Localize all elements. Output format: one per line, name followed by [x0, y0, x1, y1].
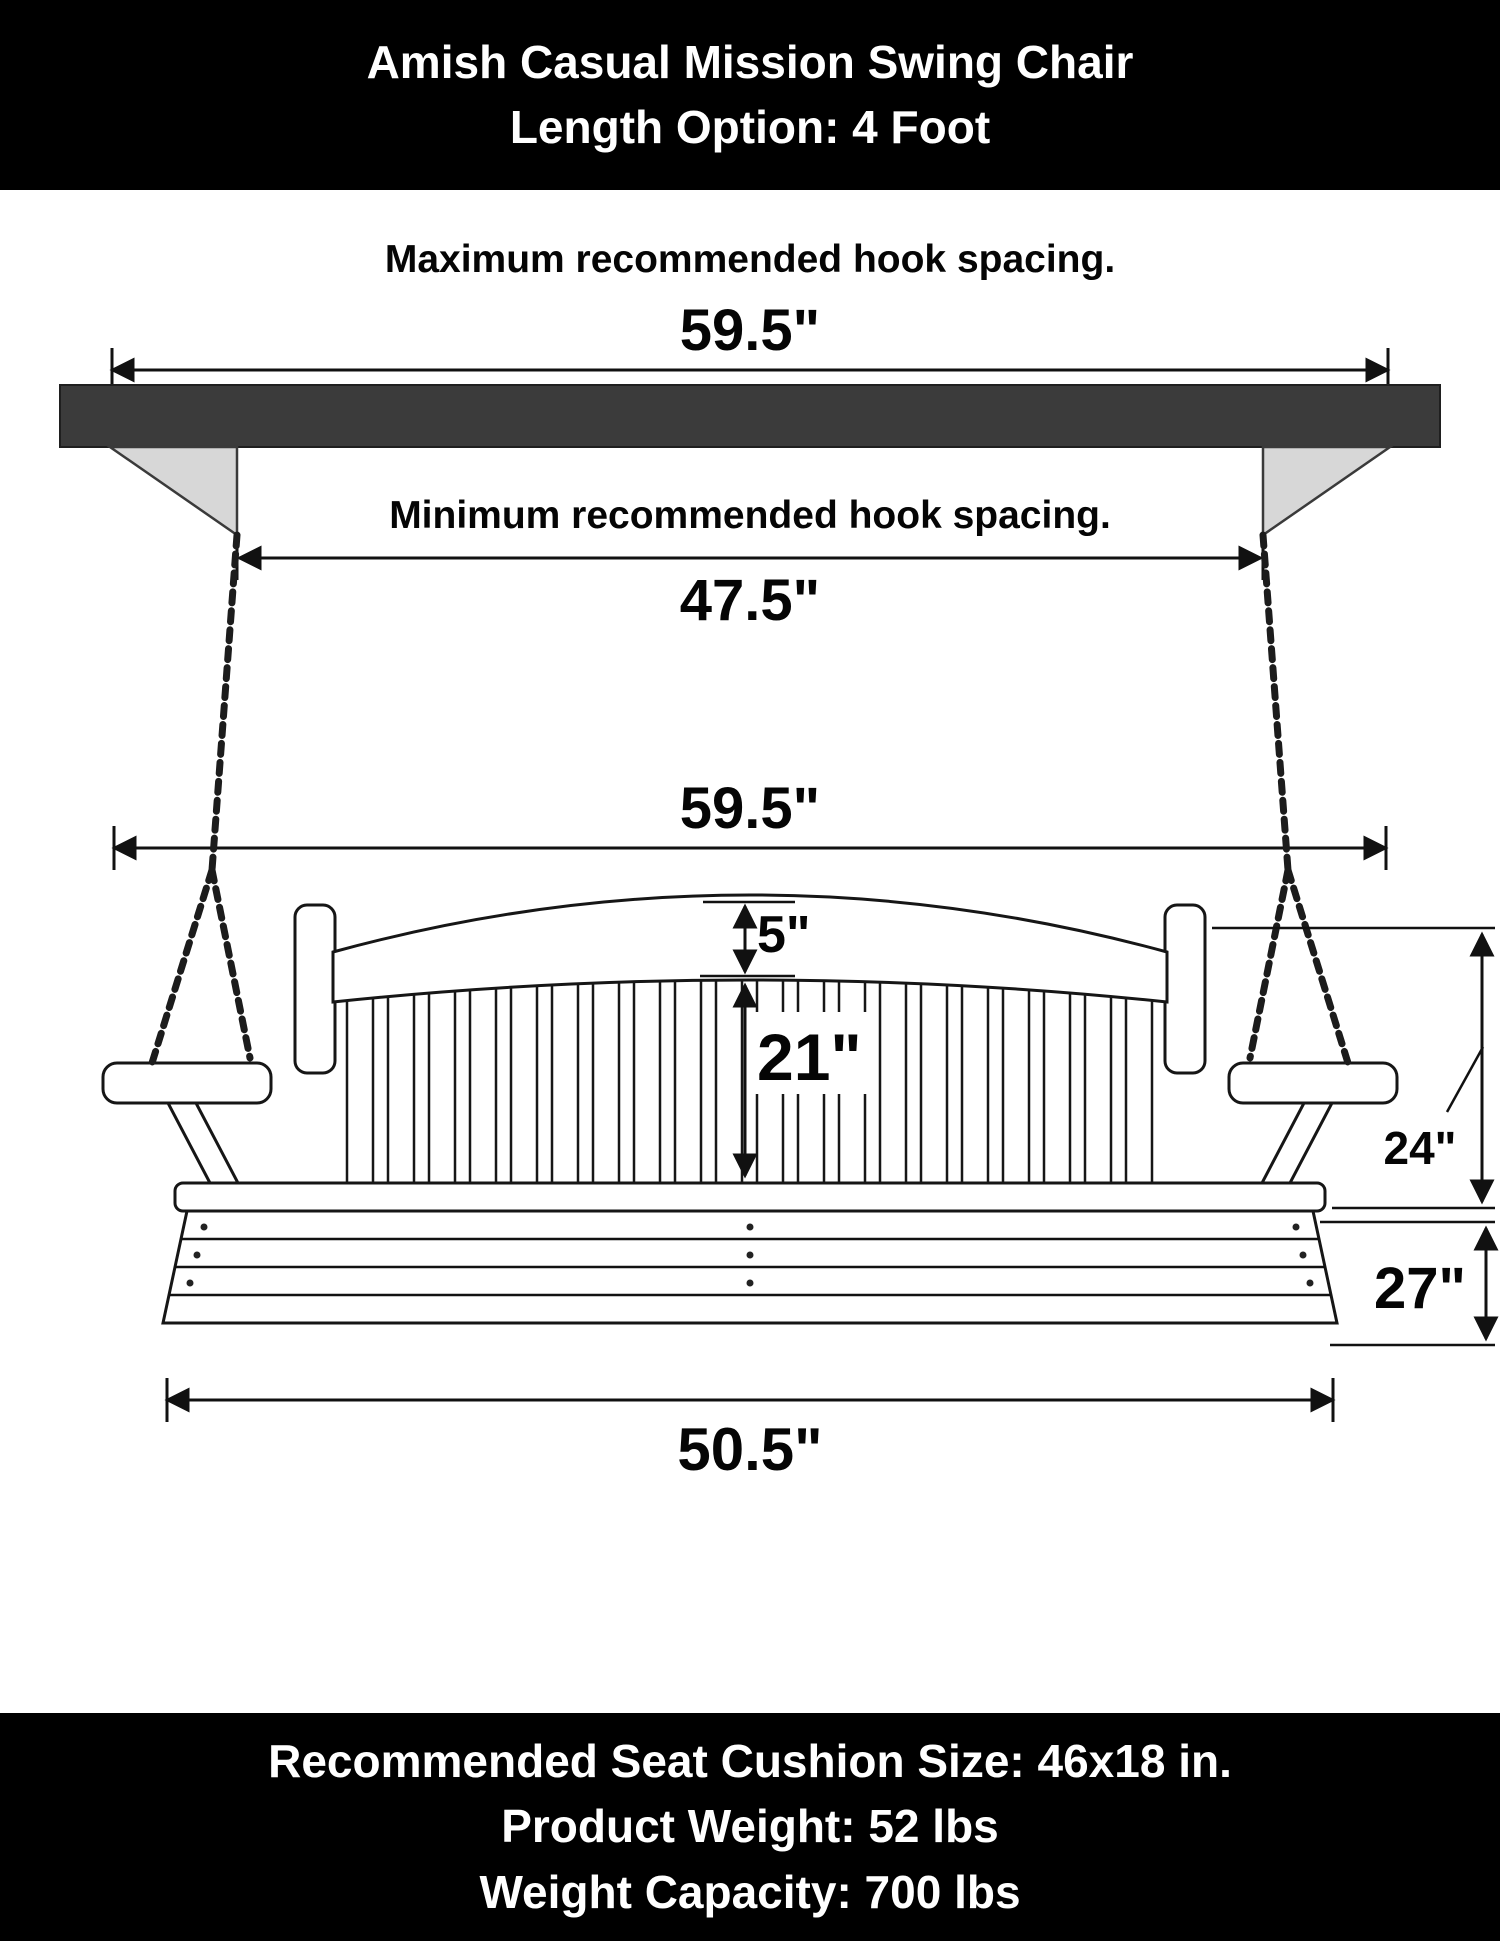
back-slat	[591, 973, 621, 1185]
back-slat	[1001, 973, 1031, 1185]
left-chain-front	[148, 866, 216, 1067]
seat-width-value: 50.5"	[677, 1416, 822, 1483]
right-chain-main	[1259, 531, 1292, 874]
header-banner: Amish Casual Mission Swing Chair Length …	[0, 0, 1500, 190]
back-height-value: 21"	[757, 1020, 862, 1094]
back-height-dimension: 21"	[732, 982, 872, 1179]
back-slat	[1124, 973, 1154, 1185]
swing-drawing	[101, 893, 1399, 1325]
back-slat	[919, 973, 949, 1185]
weight-capacity-text: Weight Capacity: 700 lbs	[479, 1865, 1021, 1918]
back-slat	[345, 973, 375, 1185]
min-hook-spacing-value: 47.5"	[680, 568, 820, 633]
dimension-diagram: Maximum recommended hook spacing. 59.5" …	[0, 190, 1500, 1713]
back-rail-value: 5"	[757, 906, 811, 964]
back-slat	[468, 973, 498, 1185]
front-skirt	[161, 1209, 1339, 1325]
max-hook-spacing-label: Maximum recommended hook spacing.	[385, 238, 1115, 281]
max-hook-spacing-value: 59.5"	[680, 298, 820, 363]
back-height-label-backing	[748, 1012, 872, 1094]
back-slat	[1083, 973, 1113, 1185]
back-slat	[1042, 973, 1072, 1185]
left-chain-rear	[208, 866, 254, 1062]
left-hook-bracket	[106, 445, 239, 538]
back-slat	[878, 973, 908, 1185]
left-hanging-chain	[148, 531, 254, 1067]
min-hook-spacing-label: Minimum recommended hook spacing.	[389, 494, 1111, 537]
back-slat	[427, 973, 457, 1185]
arm-height-dimension: 24"	[1212, 926, 1495, 1210]
min-hook-spacing-dimension: Minimum recommended hook spacing. 47.5"	[235, 494, 1265, 633]
cushion-size-text: Recommended Seat Cushion Size: 46x18 in.	[268, 1735, 1232, 1788]
right-back-post	[1163, 903, 1207, 1075]
seat-front-board	[173, 1181, 1327, 1213]
product-title: Amish Casual Mission Swing Chair	[366, 35, 1134, 88]
right-hook-bracket	[1261, 445, 1394, 538]
screw-dot	[746, 1223, 754, 1231]
back-slat	[550, 973, 580, 1185]
back-slat	[673, 973, 703, 1185]
seat-width-dimension: 50.5"	[164, 1378, 1336, 1483]
back-slat	[386, 973, 416, 1185]
left-arm-brace	[165, 1101, 241, 1185]
screw-dot	[1306, 1279, 1314, 1287]
screw-dots	[186, 1223, 1314, 1287]
arm-height-pointer	[1445, 1046, 1485, 1113]
back-slat	[509, 973, 539, 1185]
product-length-option: Length Option: 4 Foot	[509, 101, 991, 153]
footer-banner: Recommended Seat Cushion Size: 46x18 in.…	[0, 1713, 1500, 1941]
right-hanging-chain	[1246, 531, 1352, 1067]
right-armrest	[1227, 1061, 1399, 1105]
curved-top-rail	[331, 893, 1169, 1004]
screw-dot	[193, 1251, 201, 1259]
swing-diagram-canvas: Maximum recommended hook spacing. 59.5" …	[59, 238, 1499, 1483]
back-slat	[632, 973, 662, 1185]
mounting-beam	[59, 384, 1441, 448]
screw-dot	[1292, 1223, 1300, 1231]
left-back-post	[293, 903, 337, 1075]
swing-width-value: 59.5"	[680, 776, 820, 841]
screw-dot	[746, 1251, 754, 1259]
total-height-value: 27"	[1374, 1256, 1466, 1321]
back-slat	[714, 973, 744, 1185]
back-slat	[960, 973, 990, 1185]
right-arm-brace	[1259, 1101, 1335, 1185]
screw-dot	[200, 1223, 208, 1231]
left-armrest	[101, 1061, 273, 1105]
right-chain-rear	[1246, 866, 1292, 1062]
screw-dot	[746, 1279, 754, 1287]
swing-width-dimension: 59.5"	[111, 776, 1389, 870]
right-chain-front	[1284, 866, 1352, 1067]
total-height-dimension: 27"	[1320, 1220, 1499, 1347]
product-weight-text: Product Weight: 52 lbs	[501, 1800, 999, 1853]
screw-dot	[1299, 1251, 1307, 1259]
arm-height-value: 24"	[1384, 1122, 1457, 1174]
max-hook-spacing-dimension: Maximum recommended hook spacing. 59.5"	[109, 238, 1391, 392]
screw-dot	[186, 1279, 194, 1287]
back-rail-dimension: 5"	[700, 900, 811, 978]
left-chain-main	[208, 531, 241, 874]
